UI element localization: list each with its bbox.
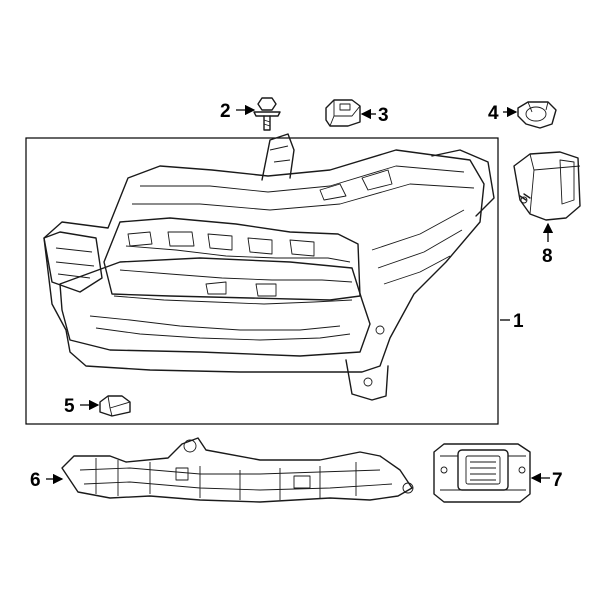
callout-1: 1 xyxy=(500,311,524,332)
callout-2-number: 2 xyxy=(220,101,231,122)
callout-5: 5 xyxy=(64,396,100,417)
callout-8: 8 xyxy=(542,222,554,267)
callout-1-number: 1 xyxy=(513,311,524,332)
assembly-frame xyxy=(25,137,499,425)
part-3-clip[interactable] xyxy=(325,99,361,127)
callout-6: 6 xyxy=(30,470,64,491)
callout-4-number: 4 xyxy=(488,103,499,124)
callout-7-number: 7 xyxy=(552,470,563,491)
part-5-bracket[interactable] xyxy=(99,395,131,417)
callout-2: 2 xyxy=(220,101,256,122)
callout-3-number: 3 xyxy=(378,105,389,126)
callout-7: 7 xyxy=(530,470,563,491)
part-7-control-module[interactable] xyxy=(433,443,531,503)
part-4-socket[interactable] xyxy=(517,101,557,129)
callout-8-number: 8 xyxy=(542,246,553,267)
callout-6-number: 6 xyxy=(30,470,41,491)
part-6-mount-bracket[interactable] xyxy=(61,437,414,503)
callout-4: 4 xyxy=(488,103,518,124)
headlamp-assembly[interactable] xyxy=(43,133,495,401)
callout-5-number: 5 xyxy=(64,396,75,417)
part-8-module[interactable] xyxy=(513,151,581,221)
part-2-bolt[interactable] xyxy=(253,97,281,131)
callout-3: 3 xyxy=(360,105,389,126)
